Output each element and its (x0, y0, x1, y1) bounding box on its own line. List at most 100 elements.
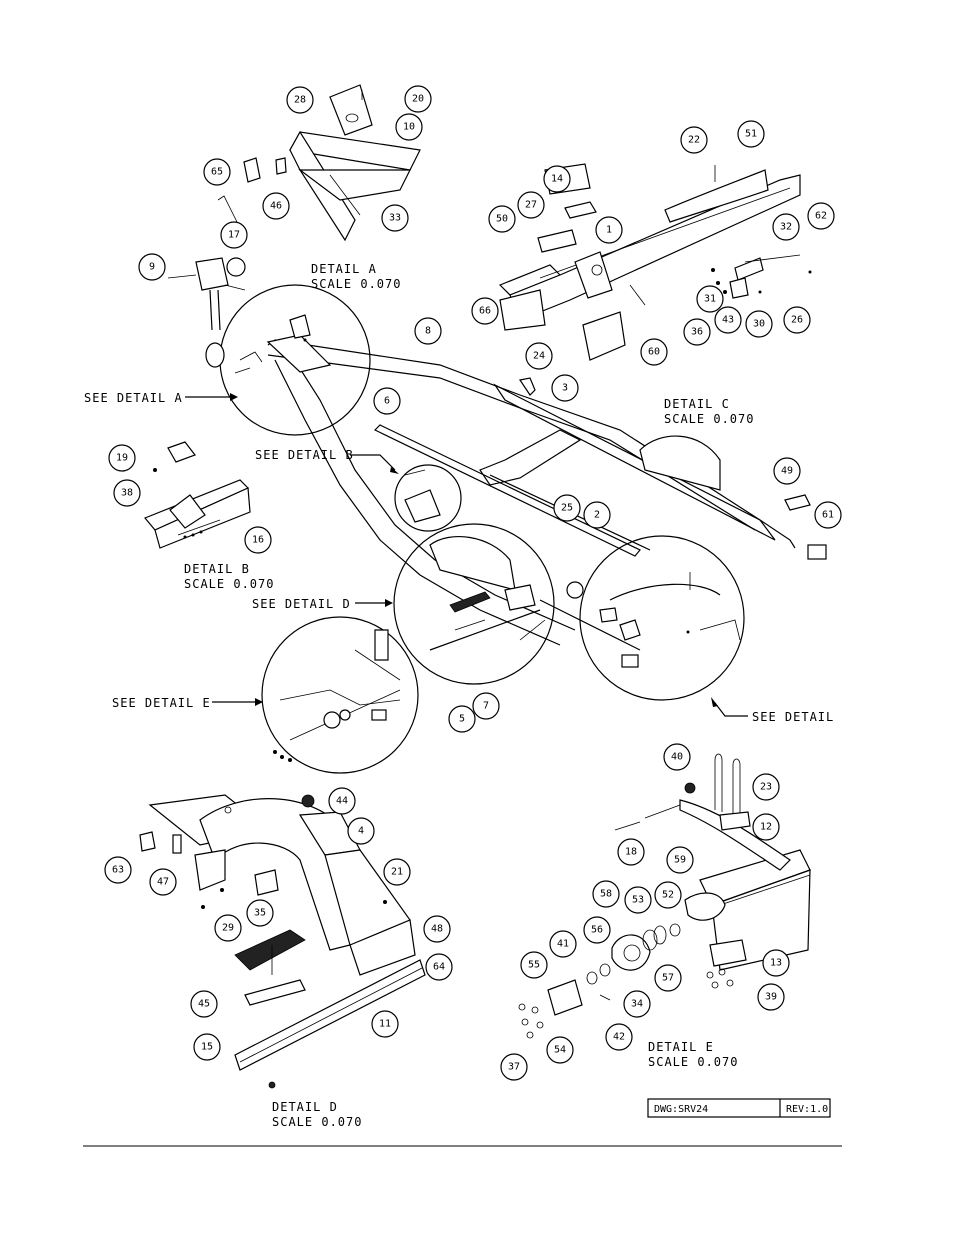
callout-32: 32 (772, 213, 800, 241)
callout-4: 4 (347, 817, 375, 845)
callout-number: 59 (674, 855, 686, 866)
callout-number: 13 (770, 958, 782, 969)
callout-number: 63 (112, 865, 124, 876)
callout-bubble (595, 216, 623, 244)
callout-number: 50 (496, 214, 508, 225)
detail-a (167, 84, 421, 368)
callout-bubble (752, 813, 780, 841)
callout-17: 17 (220, 221, 248, 249)
callout-47: 47 (149, 868, 177, 896)
detail-circles (219, 284, 745, 774)
callout-number: 8 (425, 326, 431, 337)
callout-54: 54 (546, 1036, 574, 1064)
callout-number: 37 (508, 1062, 520, 1073)
callout-number: 34 (631, 999, 643, 1010)
detail-b (144, 441, 251, 549)
detail-c-circle (579, 535, 745, 701)
callout-51: 51 (737, 120, 765, 148)
callout-number: 35 (254, 908, 266, 919)
callout-22: 22 (680, 126, 708, 154)
callout-number: 28 (294, 95, 306, 106)
see-detail-arrows (185, 393, 748, 717)
callout-23: 23 (752, 773, 780, 801)
callout-number: 45 (198, 999, 210, 1010)
callout-bubble (543, 165, 571, 193)
callout-number: 16 (252, 535, 264, 546)
callout-42: 42 (605, 1023, 633, 1051)
callout-14: 14 (543, 165, 571, 193)
callout-bubble (414, 317, 442, 345)
callout-49: 49 (773, 457, 801, 485)
callout-bubble (423, 915, 451, 943)
callout-bubble (546, 1036, 574, 1064)
detail-e-title: DETAIL E (648, 1040, 714, 1054)
callout-bubble (448, 705, 476, 733)
callout-number: 47 (157, 877, 169, 888)
callout-30: 30 (745, 310, 773, 338)
callout-number: 42 (613, 1032, 625, 1043)
callout-bubble (262, 192, 290, 220)
detail-b-title: DETAIL B (184, 562, 250, 576)
detail-circle-contents (234, 314, 741, 762)
callout-8: 8 (414, 317, 442, 345)
callout-number: 14 (551, 174, 563, 185)
callout-15: 15 (193, 1033, 221, 1061)
callout-12: 12 (752, 813, 780, 841)
see-detail-d: SEE DETAIL D (252, 597, 351, 611)
callout-number: 22 (688, 135, 700, 146)
callout-number: 65 (211, 167, 223, 178)
callout-bubble (683, 318, 711, 346)
callout-20: 20 (404, 85, 432, 113)
callout-26: 26 (783, 306, 811, 334)
callout-56: 56 (583, 916, 611, 944)
callout-bubble (551, 374, 579, 402)
callout-40: 40 (663, 743, 691, 771)
callout-43: 43 (714, 306, 742, 334)
callout-bubble (752, 773, 780, 801)
callout-25: 25 (553, 494, 581, 522)
callout-bubble (404, 85, 432, 113)
callout-number: 56 (591, 925, 603, 936)
detail-c-title: DETAIL C (664, 397, 730, 411)
callout-58: 58 (592, 880, 620, 908)
callout-number: 18 (625, 847, 637, 858)
callout-number: 10 (403, 122, 415, 133)
detail-a-scale: SCALE 0.070 (311, 277, 401, 291)
callout-bubble (220, 221, 248, 249)
callout-bubble (640, 338, 668, 366)
callout-18: 18 (617, 838, 645, 866)
callout-9: 9 (138, 253, 166, 281)
callout-number: 24 (533, 351, 545, 362)
callout-number: 62 (815, 211, 827, 222)
callout-number: 43 (722, 315, 734, 326)
callout-bubble (583, 501, 611, 529)
callout-61: 61 (814, 501, 842, 529)
callout-number: 30 (753, 319, 765, 330)
callout-65: 65 (203, 158, 231, 186)
callout-number: 48 (431, 924, 443, 935)
callout-number: 17 (228, 230, 240, 241)
callout-66: 66 (471, 297, 499, 325)
callout-38: 38 (113, 479, 141, 507)
callout-bubble (286, 86, 314, 114)
callout-bubble (371, 1010, 399, 1038)
callout-number: 32 (780, 222, 792, 233)
callout-number: 52 (662, 890, 674, 901)
callout-27: 27 (517, 191, 545, 219)
callout-bubble (583, 916, 611, 944)
callout-29: 29 (214, 914, 242, 942)
callout-bubble (762, 949, 790, 977)
callout-52: 52 (654, 881, 682, 909)
callout-48: 48 (423, 915, 451, 943)
callout-bubble (328, 787, 356, 815)
callout-62: 62 (807, 202, 835, 230)
callout-number: 54 (554, 1045, 566, 1056)
callout-55: 55 (520, 951, 548, 979)
callout-bubble (138, 253, 166, 281)
callout-39: 39 (757, 983, 785, 1011)
callout-number: 11 (379, 1019, 391, 1030)
callout-44: 44 (328, 787, 356, 815)
callout-bubble (553, 494, 581, 522)
callout-13: 13 (762, 949, 790, 977)
